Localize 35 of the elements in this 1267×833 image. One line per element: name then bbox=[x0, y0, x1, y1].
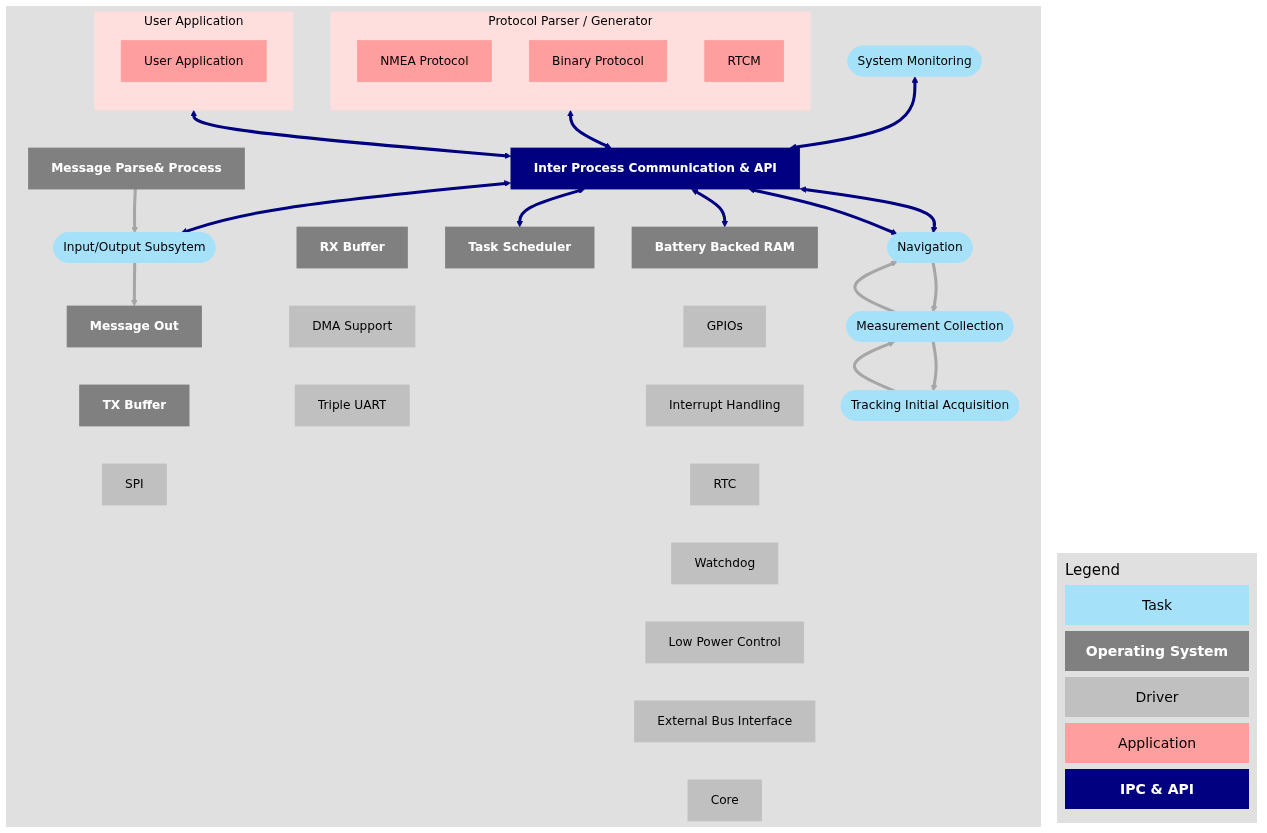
arrow bbox=[567, 110, 612, 149]
arrow bbox=[930, 262, 938, 313]
node-box: Task Scheduler bbox=[445, 226, 595, 269]
node-box: Message Parse& Process bbox=[28, 147, 245, 190]
node-box: Watchdog bbox=[671, 542, 779, 585]
arrow bbox=[131, 188, 138, 234]
node-box: GPIOs bbox=[683, 305, 767, 348]
node-box: Message Out bbox=[66, 305, 202, 348]
node-box: SPI bbox=[101, 463, 167, 506]
node-box: Inter Process Communication & API bbox=[510, 147, 801, 190]
legend-swatch: Operating System bbox=[1065, 631, 1249, 671]
node-box: DMA Support bbox=[289, 305, 416, 348]
node-box: Interrupt Handling bbox=[645, 384, 804, 427]
node-box: Binary Protocol bbox=[528, 40, 668, 82]
arrow bbox=[691, 188, 729, 228]
arrow bbox=[930, 341, 938, 392]
arrow bbox=[190, 110, 512, 159]
legend-swatch: Driver bbox=[1065, 677, 1249, 717]
legend-swatch: Application bbox=[1065, 723, 1249, 763]
node-box: Battery Backed RAM bbox=[631, 226, 818, 269]
arrow bbox=[131, 262, 138, 307]
node-box: Low Power Control bbox=[645, 621, 805, 664]
node-box: RTC bbox=[690, 463, 760, 506]
node-box: NMEA Protocol bbox=[357, 40, 492, 82]
node-box: Triple UART bbox=[294, 384, 410, 427]
legend-swatch: IPC & API bbox=[1065, 769, 1249, 809]
legend-title: Legend bbox=[1065, 561, 1122, 579]
node-box: RX Buffer bbox=[296, 226, 408, 269]
node-box: RTCM bbox=[704, 40, 784, 82]
node-box: External Bus Interface bbox=[634, 700, 816, 743]
node-box: Core bbox=[687, 779, 762, 822]
arrow bbox=[799, 186, 938, 234]
node-box: TX Buffer bbox=[79, 384, 190, 427]
legend-swatch: Task bbox=[1065, 585, 1249, 625]
node-box: User Application bbox=[120, 40, 267, 82]
